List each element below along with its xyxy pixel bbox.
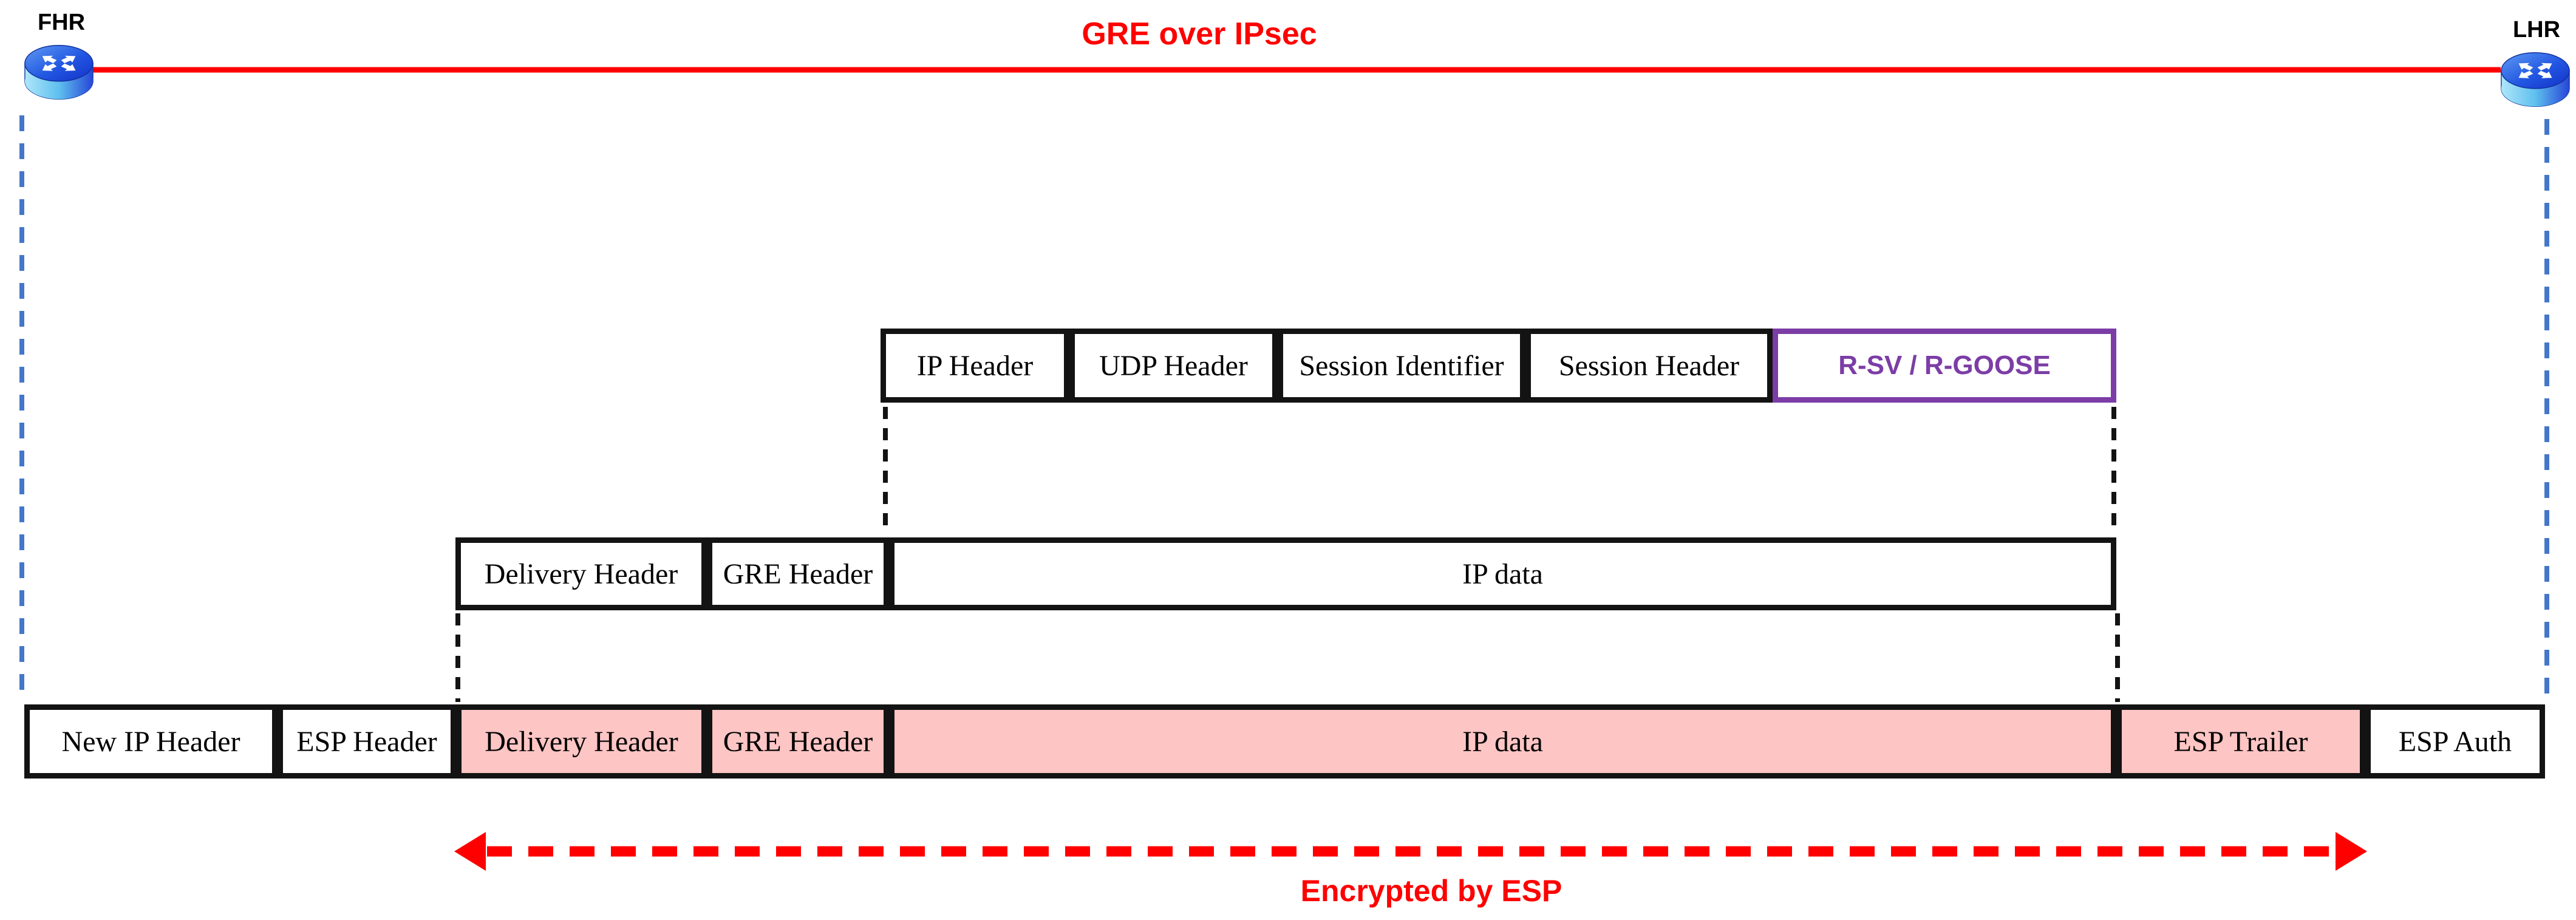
- packet-cell-esp-header: ESP Header: [278, 704, 456, 779]
- packet-cell-delivery-header-gre: Delivery Header: [455, 537, 707, 610]
- packet-cell-session-identifier: Session Identifier: [1278, 329, 1525, 403]
- packet-cell-new-ip-header: New IP Header: [24, 704, 278, 779]
- packet-cell-esp-trailer: ESP Trailer: [2116, 704, 2365, 779]
- packet-cell-ip-data-gre: IP data: [889, 537, 2116, 610]
- encrypted-span-left-arrowhead: [454, 832, 486, 871]
- diagram-title: GRE over IPsec: [1082, 16, 1317, 52]
- router-icon: [24, 45, 94, 100]
- fhr-router-label: FHR: [37, 10, 86, 35]
- packet-cell-ip-header: IP Header: [881, 329, 1069, 403]
- packet-cell-delivery-header-esp: Delivery Header: [456, 704, 707, 779]
- packet-cell-udp-header: UDP Header: [1069, 329, 1278, 403]
- lhr-router: [2499, 50, 2571, 111]
- encrypted-by-esp-label: Encrypted by ESP: [1300, 874, 1562, 908]
- packet-cell-ip-data-esp: IP data: [889, 704, 2116, 779]
- router-icon: [2501, 52, 2570, 107]
- packet-cell-esp-auth: ESP Auth: [2365, 704, 2545, 779]
- packet-cell-gre-header-esp: GRE Header: [707, 704, 889, 779]
- packet-cell-session-header: Session Header: [1525, 329, 1773, 403]
- packet-cell-gre-header-gre: GRE Header: [707, 537, 889, 610]
- lhr-router-label: LHR: [2512, 17, 2561, 43]
- packet-cell-rsv-rgoose: R-SV / R-GOOSE: [1773, 329, 2116, 403]
- encrypted-span-right-arrowhead: [2336, 832, 2367, 871]
- fhr-router: [23, 43, 95, 103]
